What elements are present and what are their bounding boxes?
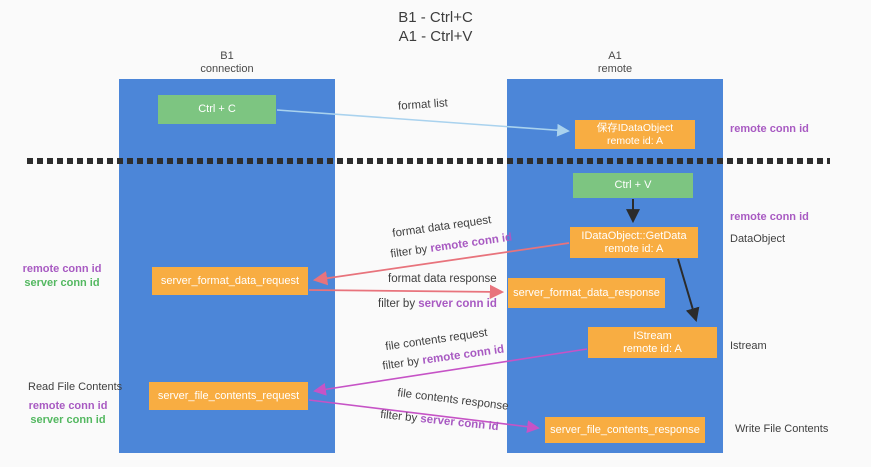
left-conn-id-block-bottom: remote conn id server conn id — [18, 399, 118, 427]
title-line-1: B1 - Ctrl+C — [398, 9, 473, 26]
server-file-contents-response-box: server_file_contents_response — [545, 417, 705, 443]
lane-a1-name: A1 — [608, 50, 622, 62]
server-file-contents-request-box: server_file_contents_request — [149, 382, 308, 410]
getdata-line2: remote id: A — [604, 242, 664, 255]
server-format-data-request-box: server_format_data_request — [152, 267, 308, 295]
ctrl-v-box: Ctrl + V — [573, 173, 693, 198]
format-data-response-label: format data response — [388, 273, 497, 285]
istream-line1: IStream — [633, 329, 672, 342]
istream-line2: remote id: A — [623, 342, 682, 355]
phase-separator-dashed-line — [27, 158, 830, 164]
format-list-label: format list — [397, 97, 449, 113]
getdata-line1: IDataObject::GetData — [581, 229, 687, 242]
filter-by-text: filter by — [379, 408, 421, 425]
ctrl-c-box: Ctrl + C — [158, 95, 276, 124]
server-conn-id-text: server conn id — [419, 413, 500, 434]
file-contents-response-label: file contents response — [396, 387, 510, 413]
format-data-response-arrow — [308, 284, 505, 300]
istream-side-label: Istream — [730, 340, 767, 352]
filter-by-text: filter by — [381, 354, 424, 373]
remote-conn-id-side-label-top: remote conn id — [730, 123, 809, 135]
remote-conn-id-side-label-mid: remote conn id — [730, 211, 809, 223]
lane-header-a1: A1 remote — [507, 50, 723, 76]
server-format-data-response-label: server_format_data_response — [513, 286, 660, 299]
filter-by-text: filter by — [389, 242, 432, 261]
server-conn-id-left-label-1: server conn id — [24, 277, 100, 289]
idataobject-getdata-box: IDataObject::GetData remote id: A — [570, 227, 698, 258]
lane-a1-subtitle: remote — [597, 63, 633, 75]
server-conn-id-left-label-2: server conn id — [30, 414, 106, 426]
ctrl-c-label: Ctrl + C — [198, 103, 236, 115]
server-format-data-response-box: server_format_data_response — [508, 278, 665, 308]
server-file-contents-response-label: server_file_contents_response — [550, 423, 700, 436]
remote-conn-id-text: remote conn id — [421, 343, 505, 367]
write-file-contents-label: Write File Contents — [735, 423, 829, 435]
server-file-contents-request-label: server_file_contents_request — [157, 389, 300, 402]
diagram-title: B1 - Ctrl+C A1 - Ctrl+V — [0, 8, 871, 46]
remote-conn-id-left-label-1: remote conn id — [22, 263, 102, 275]
read-file-contents-label: Read File Contents — [28, 381, 123, 393]
server-conn-id-text: server conn id — [418, 298, 497, 310]
ctrl-v-label: Ctrl + V — [614, 179, 652, 191]
filter-by-server-conn-id-label-2: filter by server conn id — [380, 409, 499, 433]
left-conn-id-block-top: remote conn id server conn id — [12, 262, 112, 290]
save-idataobject-line1: 保存IDataObject — [596, 122, 674, 134]
lane-b1-name: B1 — [220, 50, 234, 62]
filter-by-text: filter by — [378, 298, 419, 310]
filter-by-server-conn-id-label-1: filter by server conn id — [378, 298, 497, 310]
dataobject-side-label: DataObject — [730, 233, 786, 245]
server-format-data-request-label: server_format_data_request — [160, 274, 300, 287]
save-idataobject-box: 保存IDataObject remote id: A — [575, 120, 695, 149]
remote-conn-id-text: remote conn id — [429, 231, 513, 255]
save-idataobject-line2: remote id: A — [606, 134, 664, 147]
title-line-2: A1 - Ctrl+V — [398, 28, 473, 45]
lane-header-b1: B1 connection — [119, 50, 335, 76]
lane-b1-subtitle: connection — [200, 63, 254, 75]
remote-conn-id-left-label-2: remote conn id — [28, 400, 108, 412]
istream-box: IStream remote id: A — [588, 327, 717, 358]
